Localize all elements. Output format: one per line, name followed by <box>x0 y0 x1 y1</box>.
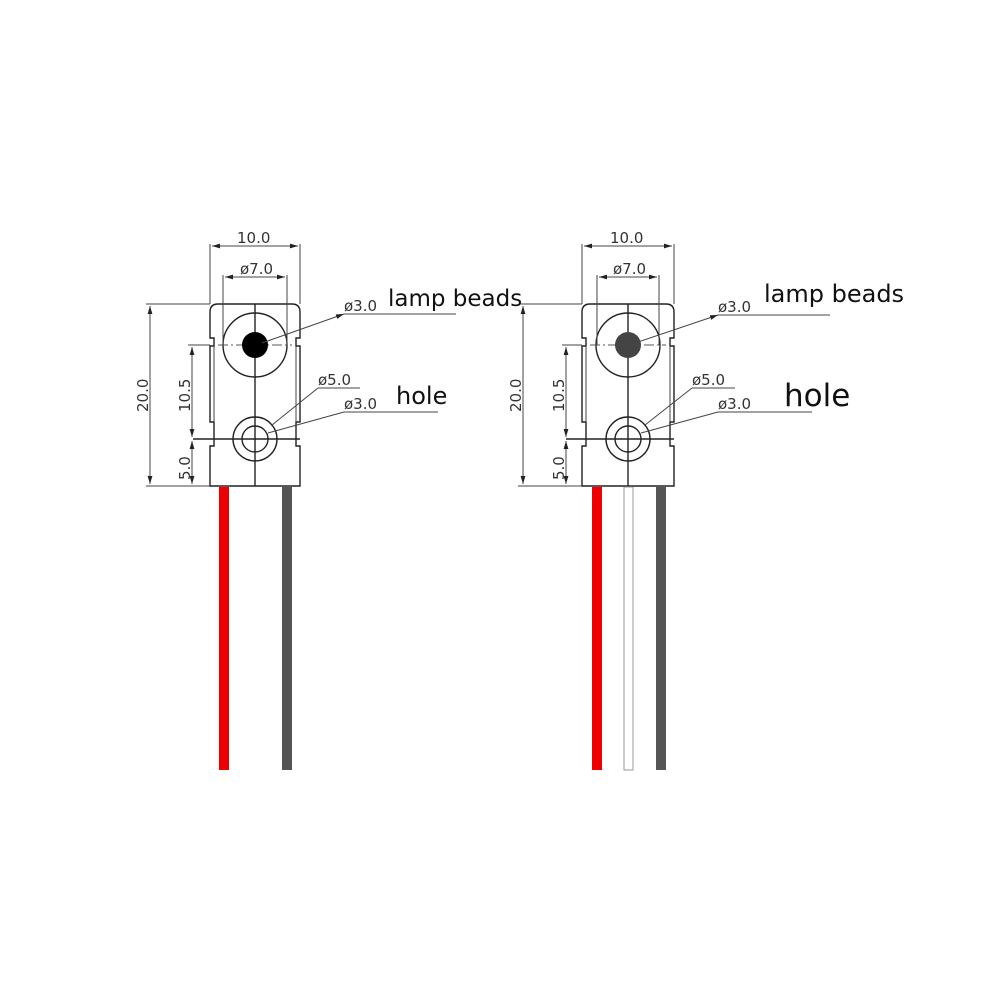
dim-bead-ring: ø7.0 <box>613 260 646 278</box>
dim-hole-inner: ø3.0 <box>718 395 751 413</box>
wire-black <box>656 487 666 770</box>
lamp-bead <box>615 332 641 358</box>
dim-bottom-offset: 5.0 <box>176 456 194 480</box>
label-hole: hole <box>784 378 850 414</box>
body-outline <box>581 303 675 487</box>
dim-hole-outer: ø5.0 <box>692 371 725 389</box>
dim-bead-dia: ø3.0 <box>344 297 377 315</box>
dim-height: 20.0 <box>134 379 152 412</box>
component-left: 10.0 ø7.0 20.0 10.5 5.0 ø3.0 lamp beads … <box>134 229 522 770</box>
dim-width: 10.0 <box>237 229 270 247</box>
dim-bottom-offset: 5.0 <box>550 456 568 480</box>
wire-white <box>623 486 634 771</box>
wire-red <box>219 487 229 770</box>
label-lamp-beads: lamp beads <box>388 286 522 312</box>
label-hole: hole <box>396 382 447 410</box>
dim-hole-outer: ø5.0 <box>318 371 351 389</box>
body-outline <box>209 303 301 487</box>
dim-bead-dia: ø3.0 <box>718 298 751 316</box>
dim-hole-inner: ø3.0 <box>344 395 377 413</box>
component-right: 10.0 ø7.0 20.0 10.5 5.0 ø3.0 lamp beads … <box>507 229 904 771</box>
wire-black <box>282 487 292 770</box>
lamp-bead <box>242 332 268 358</box>
dim-height: 20.0 <box>507 379 525 412</box>
wire-red <box>592 487 602 770</box>
label-lamp-beads: lamp beads <box>764 280 904 308</box>
dim-center-spacing: 10.5 <box>176 379 194 412</box>
dim-bead-ring: ø7.0 <box>240 260 273 278</box>
dim-center-spacing: 10.5 <box>550 379 568 412</box>
dim-width: 10.0 <box>610 229 643 247</box>
